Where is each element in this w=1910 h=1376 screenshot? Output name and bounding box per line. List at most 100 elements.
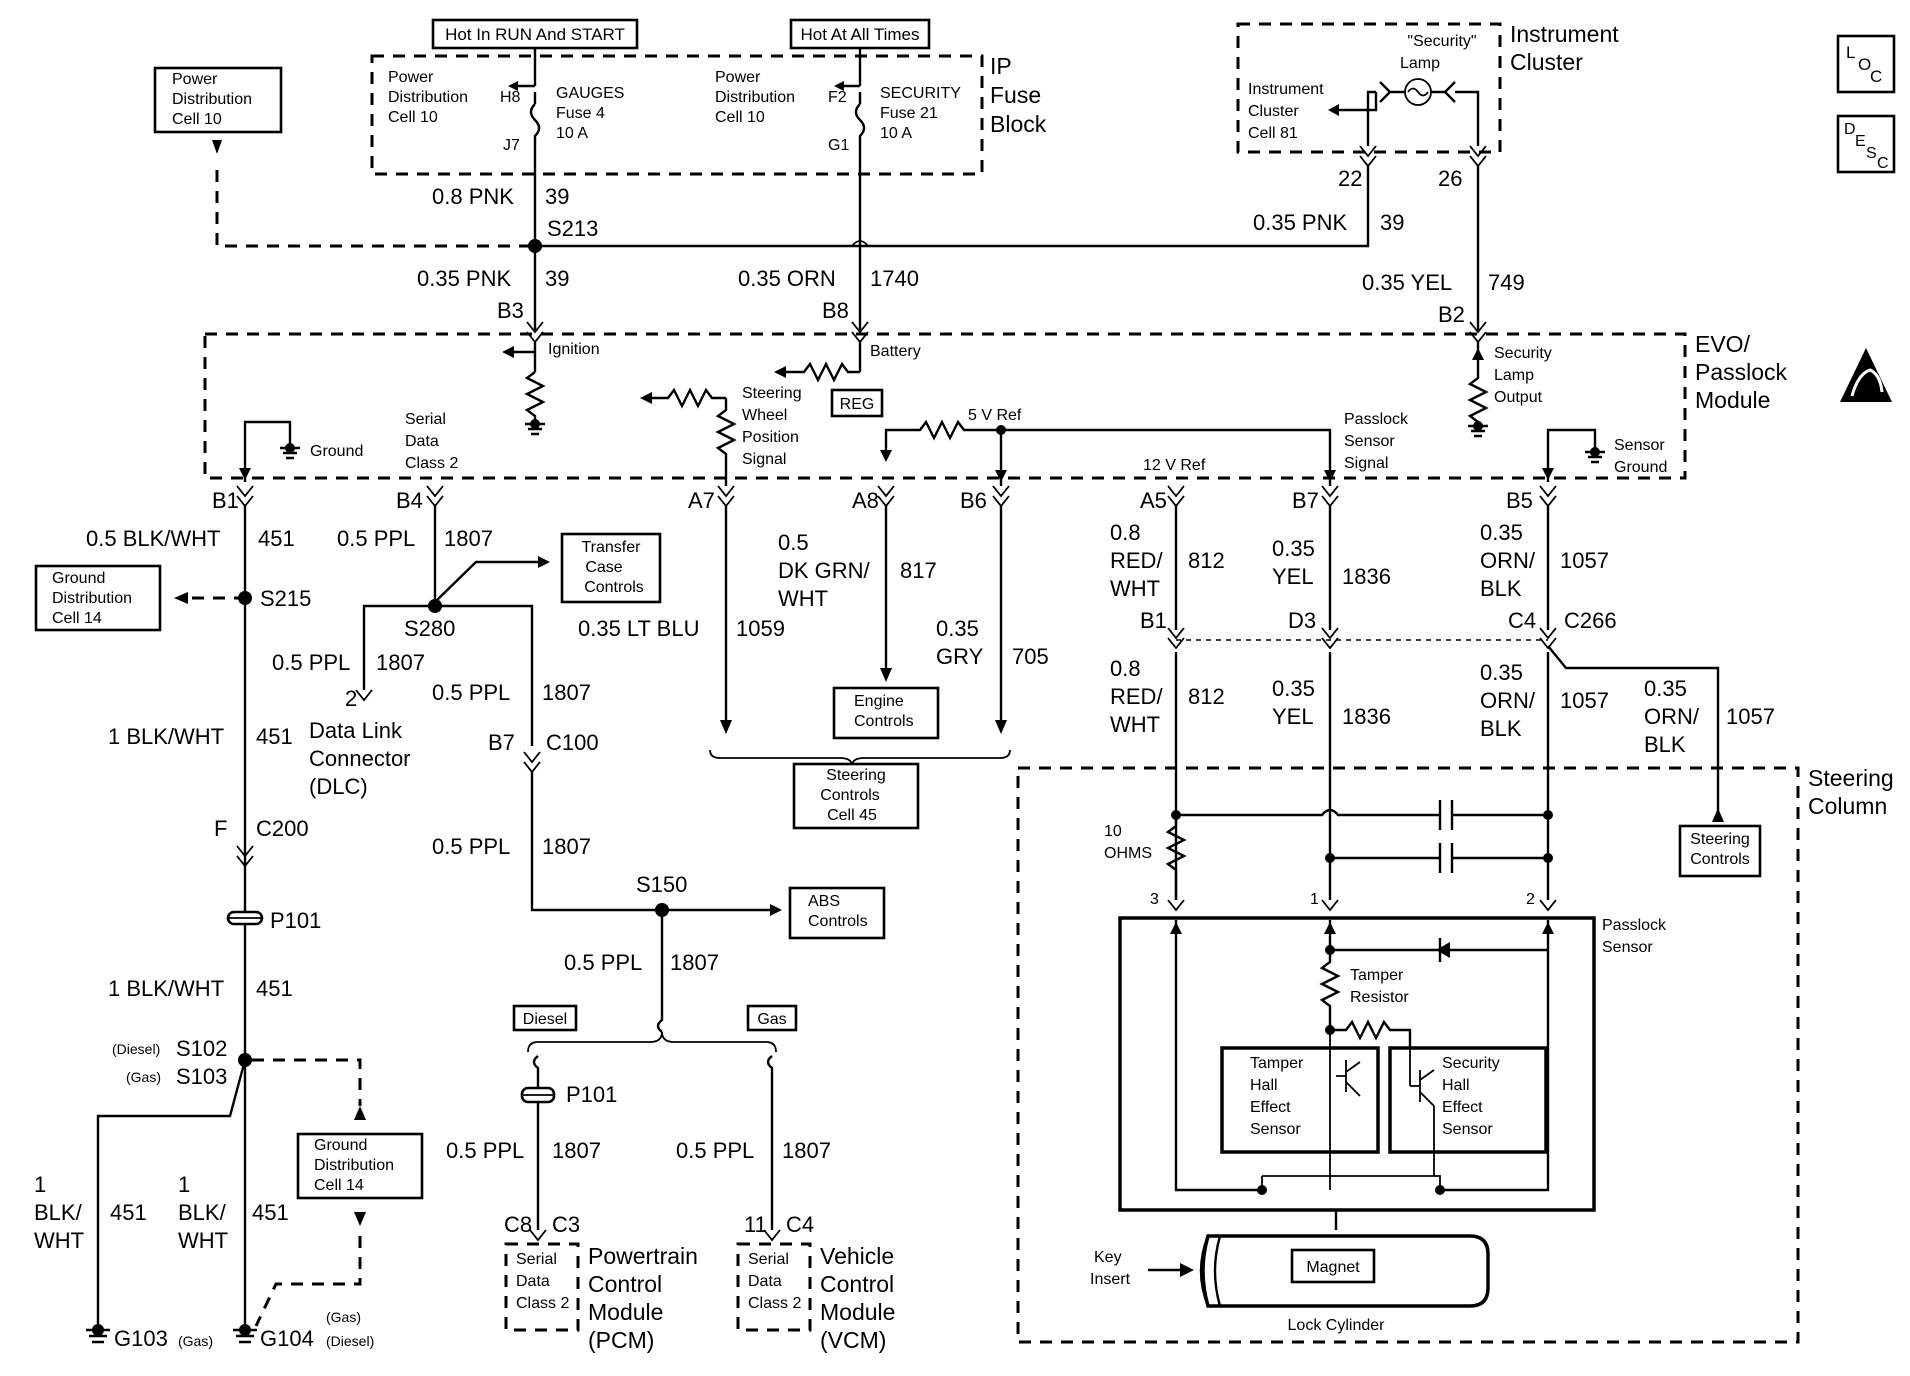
- pin-c4: C4: [1508, 608, 1536, 633]
- connector-c100: C100: [546, 730, 599, 755]
- wire-orn-a-1: 0.35: [1480, 520, 1523, 545]
- splice-s215-dot: [238, 591, 252, 605]
- wire-vcm: [766, 1055, 774, 1230]
- security-output-node: [1473, 421, 1483, 431]
- pin-d3: D3: [1288, 608, 1316, 633]
- wire-05-ppl-pcm: 0.5 PPL: [446, 1138, 524, 1163]
- instrument-cluster-title-2: Cluster: [1510, 49, 1583, 75]
- steering-controls-arrow: [1712, 808, 1724, 822]
- engine-controls-2: Controls: [854, 713, 914, 730]
- security-output-circuit: [1467, 342, 1489, 426]
- battery-arrow: [774, 366, 786, 378]
- serial-data-2: Data: [405, 433, 439, 450]
- b6-arrow: [995, 470, 1007, 482]
- passlock-sensor-1: Passlock: [1602, 917, 1667, 934]
- sensor-pin-2: 2: [1526, 891, 1535, 908]
- desc-d: D: [1844, 121, 1856, 138]
- wire-yel-b-2: YEL: [1272, 704, 1314, 729]
- steering-column-2: Column: [1808, 793, 1887, 819]
- passlock-sensor-2: Sensor: [1602, 939, 1653, 956]
- transfer-case-2: Case: [585, 559, 622, 576]
- sensor-pin1-arrow: [1324, 922, 1336, 934]
- gauges-fuse-feed: [516, 48, 541, 150]
- security-fuse-2: Fuse 21: [880, 105, 938, 122]
- loc-o: O: [1858, 55, 1871, 74]
- wire-05-ppl-split: 0.5 PPL: [564, 950, 642, 975]
- sensor-pin2-arrow: [1542, 922, 1554, 934]
- wire-crossover: [851, 240, 869, 247]
- vcm-label-1: Vehicle: [820, 1243, 894, 1269]
- steering-ctrl-3: Cell 45: [827, 807, 877, 824]
- circuit-705: 705: [1012, 644, 1049, 669]
- c266-connectors: [1167, 627, 1557, 650]
- wire-39-bus: [535, 166, 1370, 248]
- ip-fuse-block-title-2: Fuse: [990, 82, 1041, 108]
- wire-red-b-3: WHT: [1110, 712, 1160, 737]
- splice-s150: S150: [636, 872, 687, 897]
- c200-connector: [236, 845, 254, 868]
- circuit-1807-f: 1807: [552, 1138, 601, 1163]
- steering-controls-cell45-box: [792, 762, 920, 830]
- ground-g103-tag: (Gas): [178, 1333, 213, 1349]
- transfer-case-arrow: [538, 556, 550, 568]
- sensor-ground-1: Sensor: [1614, 437, 1665, 454]
- sensor-ground-circuit: [1546, 428, 1597, 482]
- abs-arrow: [770, 904, 782, 916]
- ignition-circuit: [512, 342, 546, 424]
- vcm-serial-3: Class 2: [748, 1295, 801, 1312]
- wire-orn-c-3: BLK: [1644, 732, 1686, 757]
- vcm-label-2: Control: [820, 1271, 894, 1297]
- wire-red-a-3: WHT: [1110, 576, 1160, 601]
- ohms-1: 10: [1104, 823, 1122, 840]
- circuit-1836-a: 1836: [1342, 564, 1391, 589]
- transfer-case-1: Transfer: [582, 539, 642, 556]
- pdc-right-3: Cell 10: [715, 109, 765, 126]
- wire-035-pnk-right: 0.35 PNK: [1253, 210, 1347, 235]
- pin-22: 22: [1338, 166, 1362, 191]
- serial-data-1: Serial: [405, 411, 446, 428]
- sensor-ground-node: [1590, 447, 1600, 457]
- wire-orn-c-1: 0.35: [1644, 676, 1687, 701]
- power-distribution-box: [153, 66, 283, 134]
- steering-controls-box: [1678, 824, 1762, 878]
- wire-dkgrn-1: 0.5: [778, 530, 809, 555]
- loc-c: C: [1870, 67, 1882, 86]
- cluster-inner-2: Cluster: [1248, 103, 1299, 120]
- splice-s102: S102: [176, 1036, 227, 1061]
- pcm-pin-c3: C3: [552, 1212, 580, 1237]
- hot-run-start-label: Hot In RUN And START: [445, 25, 625, 44]
- connector-p101-right: P101: [566, 1082, 617, 1107]
- instrument-cluster-outline: [1236, 22, 1502, 154]
- steering-signal-3: Position: [742, 429, 799, 446]
- battery-circuit: [786, 342, 862, 383]
- steering-signal-circuit: [650, 387, 737, 486]
- reg-label: REG: [840, 396, 875, 413]
- steering-signal-arrow: [640, 392, 652, 404]
- circuit-39-a: 39: [545, 184, 569, 209]
- circuit-451-a: 451: [258, 526, 295, 551]
- pin-22-connector: [1359, 145, 1377, 168]
- wire-red-b-1: 0.8: [1110, 656, 1141, 681]
- abs-controls-box: [788, 886, 886, 940]
- sensor-pin-3: 3: [1150, 891, 1159, 908]
- ground-dist-bot-3: Cell 14: [314, 1177, 364, 1194]
- wire-dkgrn-2: DK GRN/: [778, 558, 871, 583]
- circuit-1059: 1059: [736, 616, 785, 641]
- wire-dkgrn-3: WHT: [778, 586, 828, 611]
- steering-controls-1: Steering: [1690, 831, 1750, 848]
- ground-g103: G103: [114, 1326, 168, 1351]
- pin-b4: B4: [396, 488, 423, 513]
- cluster-inner-1: Instrument: [1248, 81, 1324, 98]
- battery-label: Battery: [870, 343, 921, 360]
- key-insert-2: Insert: [1090, 1271, 1131, 1288]
- c100-connector: [523, 751, 541, 774]
- wire-c100: [435, 604, 534, 746]
- sensor-ground-arrow: [1542, 468, 1554, 480]
- wire-817-arrow: [880, 668, 892, 682]
- split-brace: [527, 1031, 777, 1053]
- key-insert-arrowhead: [1180, 1263, 1194, 1277]
- pin-b2: B2: [1438, 302, 1465, 327]
- ground-b1-circuit: [243, 420, 292, 482]
- s102-dashed-link: [252, 1058, 362, 1106]
